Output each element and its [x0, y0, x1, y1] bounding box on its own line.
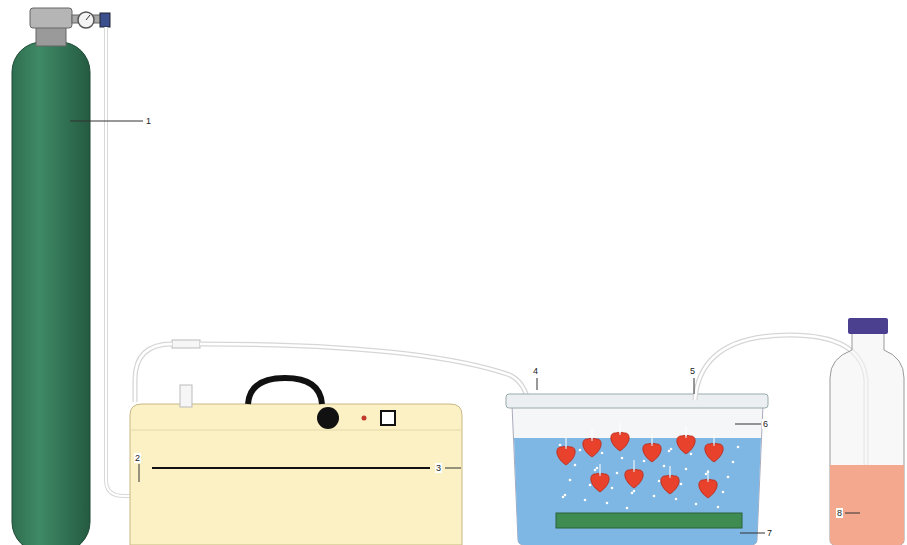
vacuum-tubes	[135, 344, 530, 505]
gas-cylinder	[12, 8, 110, 545]
strawberry-stem	[620, 423, 621, 435]
air-bubble	[606, 502, 609, 505]
strawberry	[611, 432, 629, 451]
air-bubble	[594, 469, 597, 472]
air-bubble	[690, 453, 693, 456]
air-bubble	[631, 492, 634, 495]
air-bubble	[680, 483, 683, 486]
treatment-container	[506, 394, 768, 545]
strawberry-stem	[566, 437, 567, 449]
air-bubble	[616, 472, 619, 475]
strawberry	[705, 443, 723, 462]
strawberry-stem	[670, 466, 671, 478]
air-diffuser	[556, 513, 742, 528]
strawberry	[699, 479, 717, 498]
strawberry-stem	[686, 426, 687, 438]
air-bubble	[633, 490, 636, 493]
strawberry	[677, 435, 695, 454]
air-bubble	[621, 457, 624, 460]
air-bubble	[663, 465, 666, 468]
strawberry	[661, 475, 679, 494]
callout-number: 4	[532, 366, 539, 376]
air-bubble	[574, 464, 577, 467]
callout-number: 3	[435, 463, 442, 473]
callout-number: 6	[762, 419, 769, 429]
strawberry	[583, 438, 601, 457]
air-bubble	[611, 487, 614, 490]
air-bubble	[596, 467, 599, 470]
strawberry-stem	[714, 434, 715, 446]
strawberry-stem	[708, 470, 709, 482]
callout-number: 8	[836, 508, 843, 518]
air-bubble	[727, 476, 730, 479]
air-bubble	[643, 460, 646, 463]
air-bubble	[705, 473, 708, 476]
air-bubble	[559, 444, 562, 447]
air-bubble	[717, 506, 720, 509]
callout-number: 7	[766, 528, 773, 538]
strawberry	[643, 443, 661, 462]
leader-lines	[70, 121, 860, 533]
air-bubble	[658, 480, 661, 483]
air-bubble	[685, 468, 688, 471]
air-bubble	[569, 479, 572, 482]
air-bubble	[670, 448, 673, 451]
air-bubble	[668, 450, 671, 453]
air-bubble	[564, 494, 567, 497]
strawberry	[591, 473, 609, 492]
air-bubble	[653, 495, 656, 498]
vacuum-sealer	[130, 340, 462, 545]
air-bubble	[584, 499, 587, 502]
strawberry-stem	[634, 460, 635, 472]
air-bubble	[579, 449, 582, 452]
air-bubble	[675, 498, 678, 501]
strawberry-stem	[652, 434, 653, 446]
air-bubble	[695, 503, 698, 506]
air-bubble	[562, 496, 565, 499]
strawberry	[625, 469, 643, 488]
air-bubble	[626, 507, 629, 510]
callout-number: 5	[689, 366, 696, 376]
callout-number: 2	[134, 453, 141, 463]
air-bubble	[589, 484, 592, 487]
air-bubble	[722, 491, 725, 494]
strawberry	[557, 446, 575, 465]
air-bubble	[601, 452, 604, 455]
air-bubble	[732, 461, 735, 464]
strawberry-stem	[592, 429, 593, 441]
strawberry-stem	[600, 464, 601, 476]
collection-bottle	[830, 318, 904, 545]
air-bubble	[737, 446, 740, 449]
callout-number: 1	[145, 116, 152, 126]
